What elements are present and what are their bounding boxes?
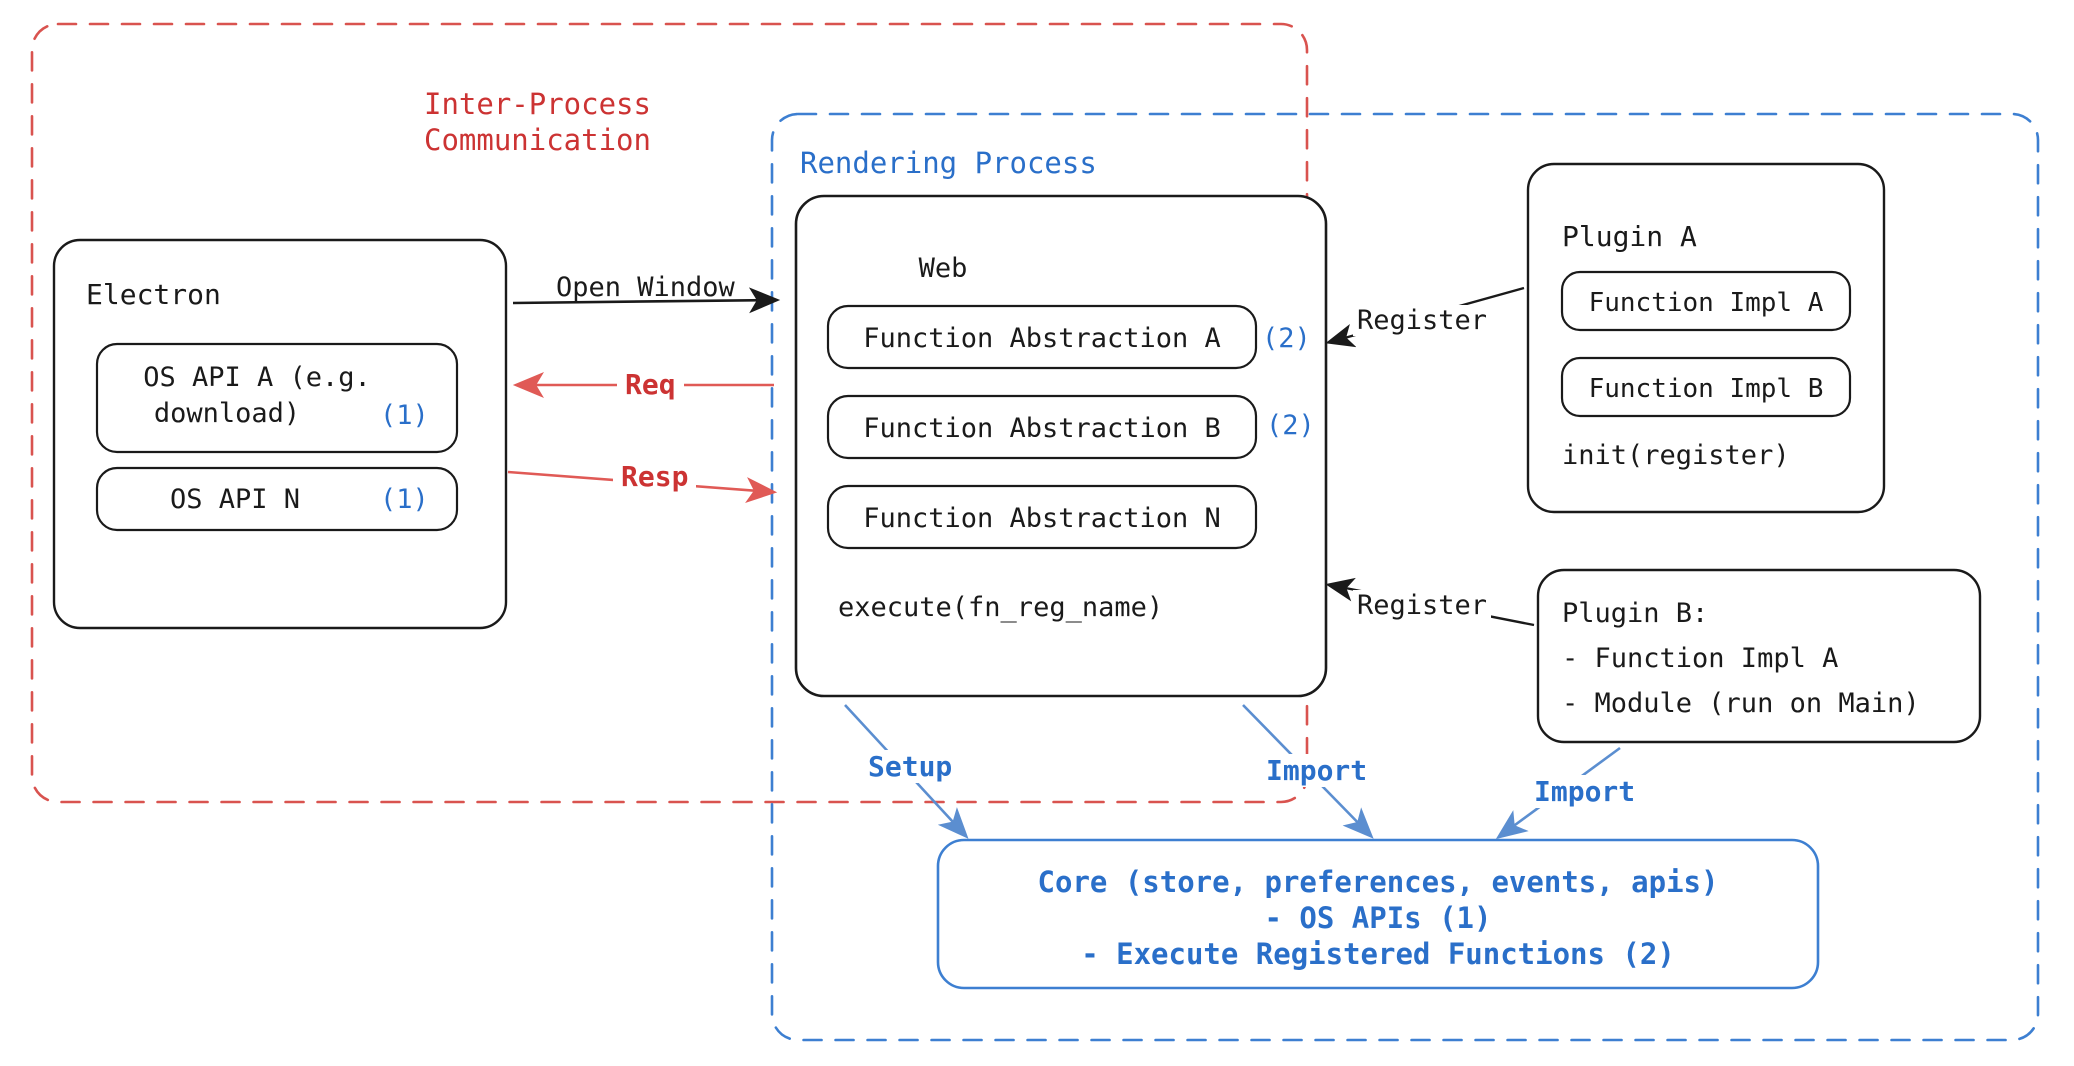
plugin-a-title: Plugin A bbox=[1562, 220, 1697, 253]
open-window-edge-label: Open Window bbox=[556, 272, 735, 303]
plugin-a-init-label: init(register) bbox=[1562, 440, 1790, 471]
ipc-container-label-line1: Inter-Process bbox=[424, 87, 651, 121]
setup-edge-label: Setup bbox=[862, 750, 959, 783]
os-api-n-marker: (1) bbox=[380, 484, 429, 515]
os-api-a-label-line2: download) bbox=[153, 398, 301, 429]
import-plugin-edge-label: Import bbox=[1528, 775, 1642, 808]
plugin-b-item-0: - Function Impl A bbox=[1562, 643, 1839, 674]
os-api-n-label: OS API N bbox=[169, 484, 301, 515]
electron-title: Electron bbox=[86, 278, 221, 311]
function-abstraction-a-label: Function Abstraction A bbox=[863, 323, 1221, 354]
function-abstraction-a-marker: (2) bbox=[1262, 323, 1311, 354]
function-impl-b-label: Function Impl B bbox=[1588, 374, 1824, 404]
plugin-b-title: Plugin B: bbox=[1562, 598, 1709, 629]
function-impl-a-label: Function Impl A bbox=[1588, 288, 1824, 318]
ipc-container-label-line2: Communication bbox=[424, 123, 651, 157]
os-api-a-label-line1: OS API A (e.g. bbox=[143, 362, 371, 393]
os-api-a-marker: (1) bbox=[380, 400, 429, 431]
import-web-edge-label: Import bbox=[1260, 754, 1374, 787]
function-abstraction-b-marker: (2) bbox=[1266, 410, 1315, 441]
resp-edge-label: Resp bbox=[613, 460, 697, 493]
register-a-edge-label: Register bbox=[1353, 305, 1492, 336]
plugin-b-item-1: - Module (run on Main) bbox=[1562, 688, 1920, 719]
web-title: Web bbox=[918, 253, 968, 284]
core-line-2: - OS APIs (1) bbox=[1264, 901, 1492, 935]
function-abstraction-b-label: Function Abstraction B bbox=[863, 413, 1221, 444]
core-line-3: - Execute Registered Functions (2) bbox=[1081, 937, 1675, 971]
function-abstraction-n-label: Function Abstraction N bbox=[863, 503, 1221, 534]
web-execute-label: execute(fn_reg_name) bbox=[838, 592, 1164, 623]
register-b-edge-label: Register bbox=[1353, 590, 1492, 621]
req-edge-label: Req bbox=[617, 368, 684, 401]
rendering-container-label: Rendering Process bbox=[800, 146, 1097, 180]
core-line-1: Core (store, preferences, events, apis) bbox=[1037, 865, 1719, 899]
